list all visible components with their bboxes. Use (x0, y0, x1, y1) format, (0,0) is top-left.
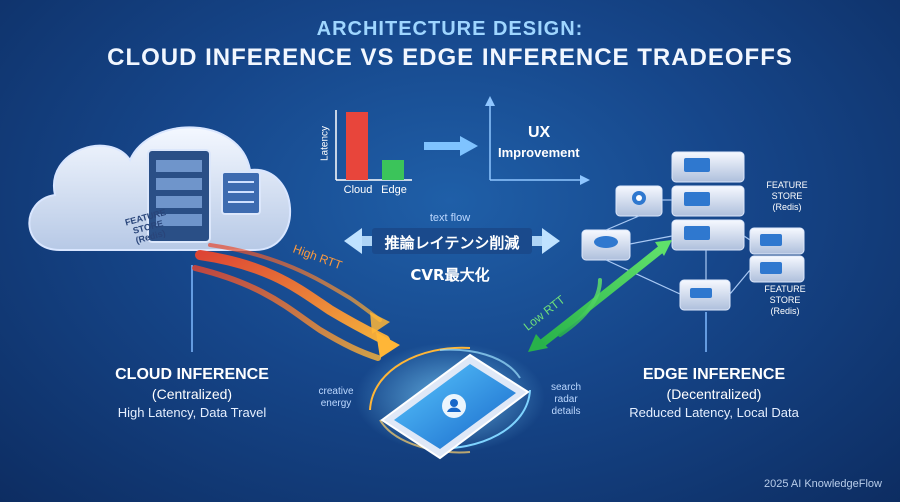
edge-inference-subtitle: (Decentralized) (666, 386, 762, 402)
edge-node-bottom-icon (679, 279, 731, 311)
diagram-title: CLOUD INFERENCE VS EDGE INFERENCE TRADEO… (107, 44, 793, 71)
edge-inference-description: Reduced Latency, Local Data (629, 405, 799, 420)
phone-right-line3: details (551, 406, 581, 417)
phone-right-line1: search (550, 382, 581, 393)
phone-left-line2: energy (320, 398, 352, 409)
cloud-server-rack-icon (147, 149, 261, 243)
text-flow-label: text flow (429, 212, 471, 224)
phone-left-line1: creative (318, 386, 354, 397)
cloud-inference-title: CLOUD INFERENCE (115, 366, 269, 383)
edge-store-bottom-line1: FEATURE (764, 284, 806, 294)
inference-latency-reduction-label: 推論レイテンシ削減 (384, 234, 520, 252)
edge-store-top-line3: (Redis) (772, 202, 802, 212)
edge-store-top-line2: STORE (771, 191, 803, 201)
edge-feature-store-top-label: FEATURE STORE (Redis) (752, 180, 822, 213)
high-rtt-flow-arrows (192, 243, 400, 361)
text-flow-double-arrow (344, 228, 560, 254)
ux-label: UX (528, 124, 551, 141)
edge-server-stack-icon (671, 151, 745, 251)
latency-bar-cloud (346, 112, 368, 180)
ux-improvement-chart (485, 96, 590, 185)
edge-store-top-line1: FEATURE (766, 180, 808, 190)
edge-store-bottom-line3: (Redis) (770, 306, 800, 316)
latency-tick-edge: Edge (381, 184, 407, 196)
ux-improvement-label: Improvement (498, 145, 580, 160)
edge-feature-store-bottom-label: FEATURE STORE (Redis) (750, 284, 820, 317)
edge-node-gear-icon (615, 185, 663, 217)
smartphone-icon (380, 353, 530, 460)
footer-credit: 2025 AI KnowledgeFlow (763, 478, 882, 490)
edge-node-cloud-icon (581, 229, 631, 261)
phone-right-label: search radar details (536, 382, 596, 418)
edge-mesh-lines (605, 199, 751, 295)
latency-tick-cloud: Cloud (343, 184, 373, 196)
latency-axis-label: Latency (319, 125, 331, 162)
edge-server-right-icon (749, 227, 805, 283)
phone-left-label: creative energy (300, 386, 372, 410)
low-rtt-flow-arrows (528, 240, 672, 352)
latency-bar-chart (335, 110, 412, 181)
edge-store-bottom-line2: STORE (769, 295, 801, 305)
diagram-supertitle: ARCHITECTURE DESIGN: (316, 18, 584, 40)
cloud-inference-subtitle: (Centralized) (151, 386, 233, 402)
edge-inference-title: EDGE INFERENCE (642, 366, 786, 383)
latency-to-ux-arrow (424, 136, 478, 156)
phone-right-line2: radar (554, 394, 578, 405)
cloud-inference-description: High Latency, Data Travel (117, 405, 267, 420)
cvr-maximization-label: CVR最大化 (410, 266, 490, 284)
latency-bar-edge (382, 160, 404, 180)
